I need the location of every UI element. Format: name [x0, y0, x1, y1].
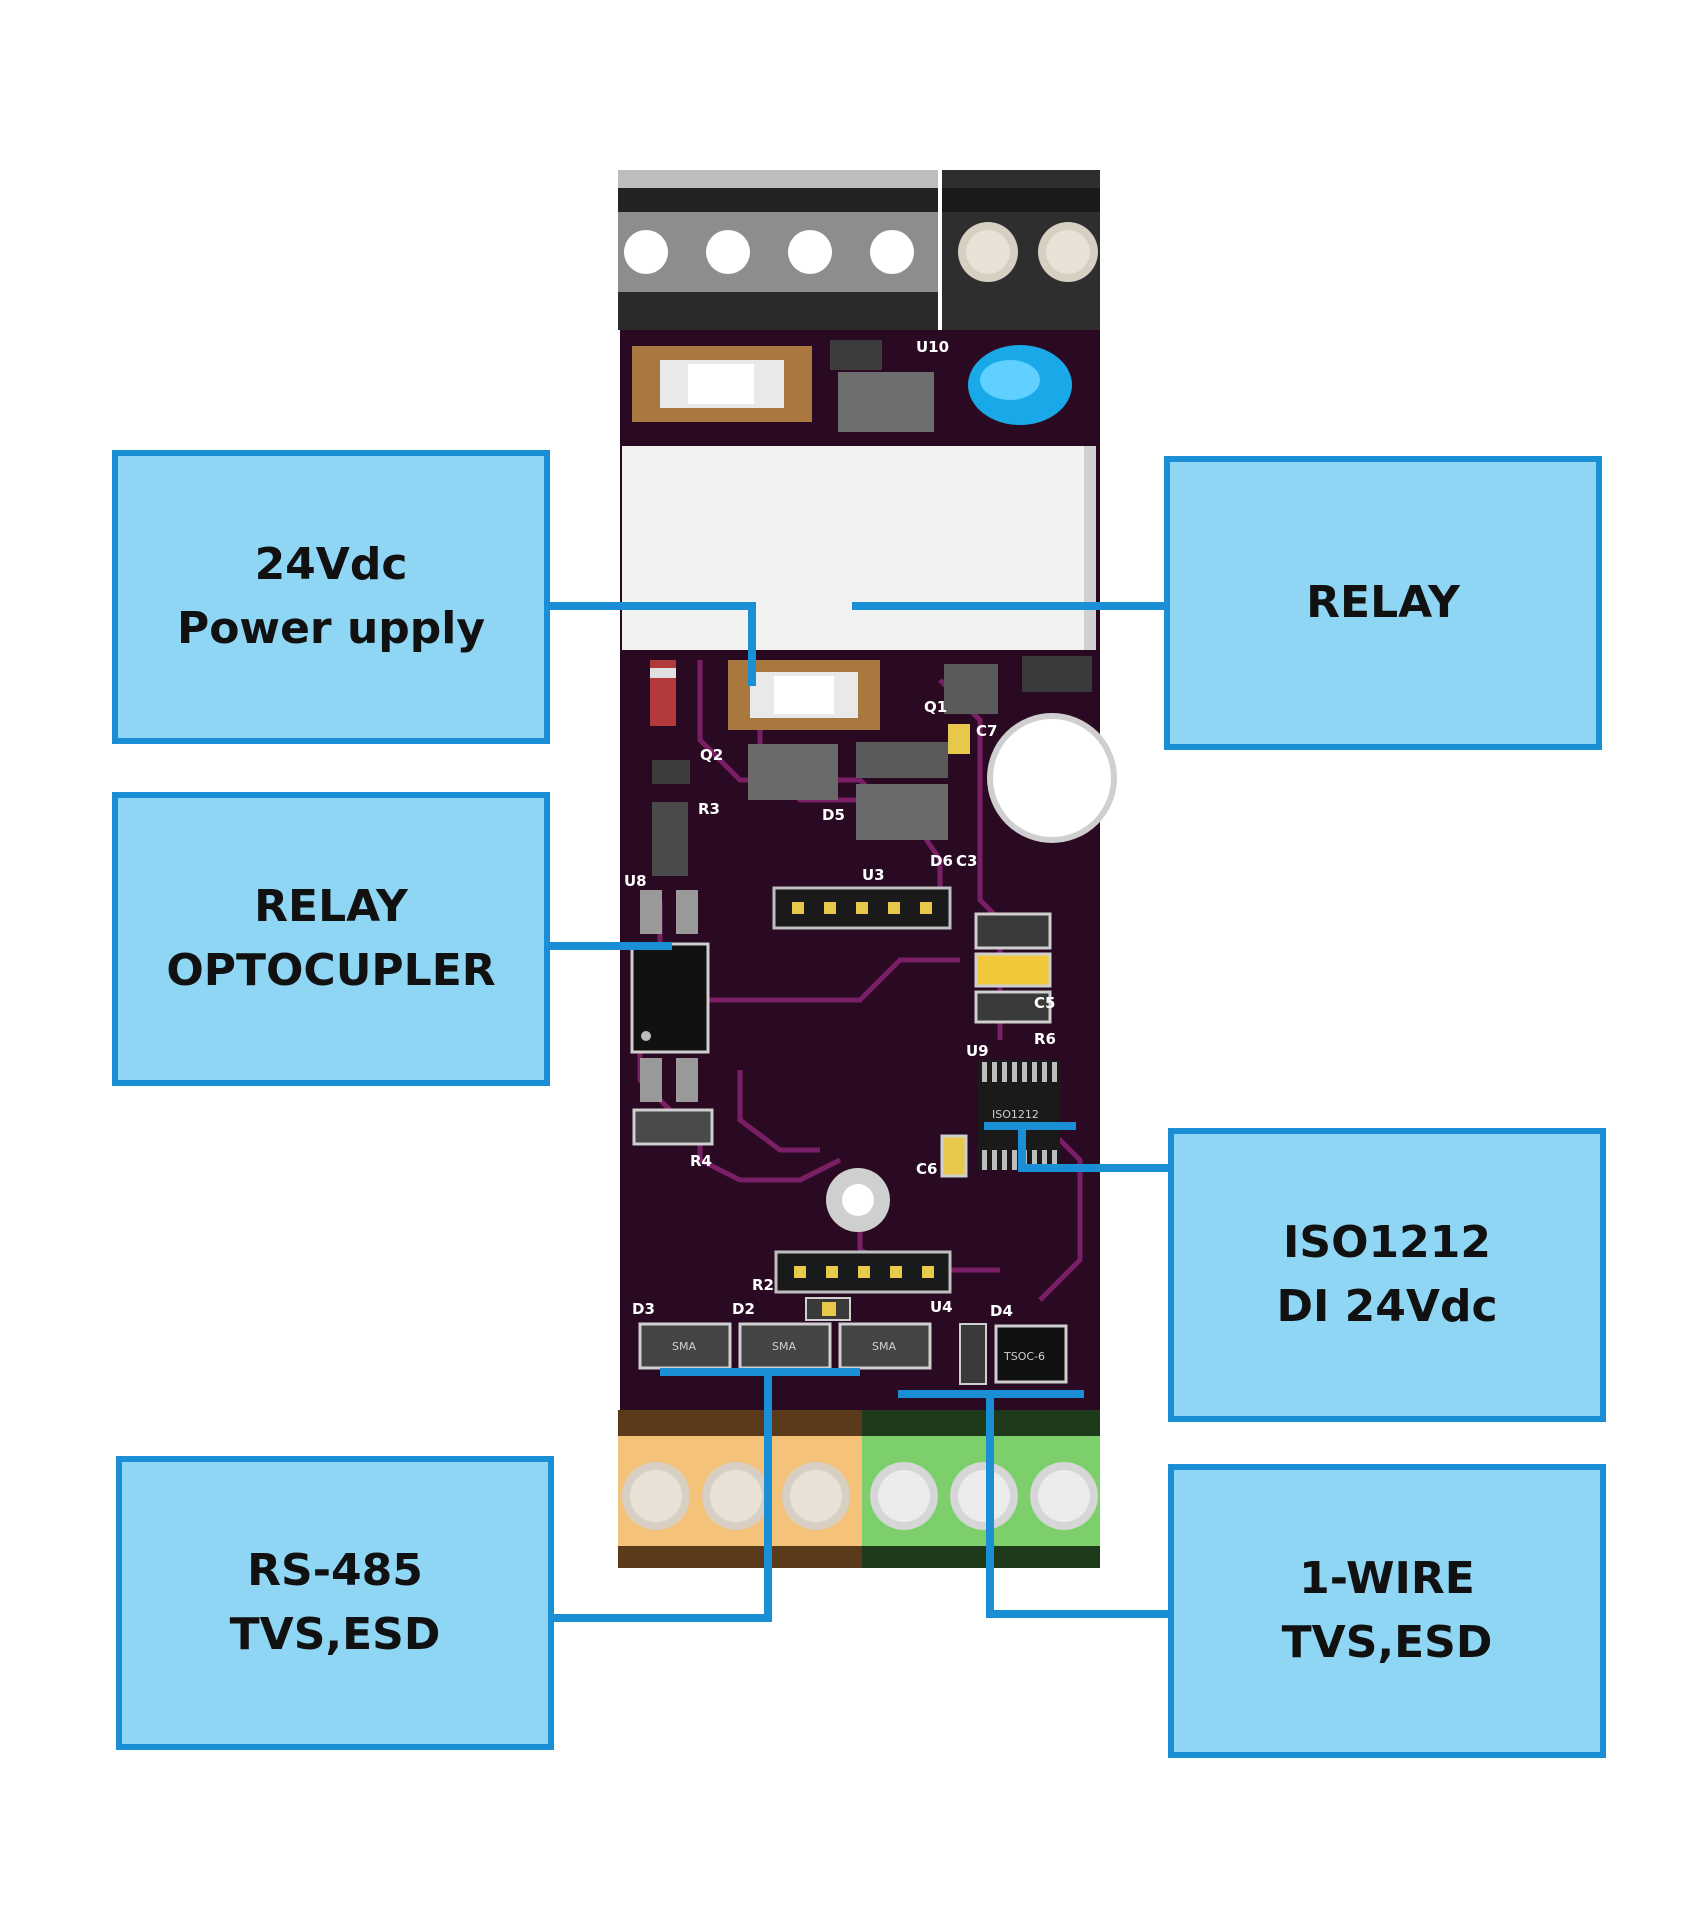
ref-r3: R3	[698, 800, 720, 818]
ref-c7: C7	[976, 722, 997, 740]
smd-c5	[974, 952, 1052, 988]
ref-u3: U3	[862, 866, 885, 884]
callout-power-line2: Power upply	[176, 603, 486, 654]
ref-d6: D6	[930, 852, 953, 870]
fuse-component	[632, 346, 812, 422]
callout-iso1212: ISO1212 DI 24Vdc	[1168, 1128, 1606, 1422]
electrolytic-capacitor	[987, 713, 1117, 843]
ref-c6: C6	[916, 1160, 937, 1178]
ref-d3: D3	[632, 1300, 655, 1318]
ref-r6: R6	[1034, 1030, 1056, 1048]
leader-onewire	[986, 1394, 1170, 1618]
cap-c7	[948, 724, 970, 754]
ref-q1: Q1	[924, 698, 947, 716]
smd-r6	[974, 990, 1052, 1024]
ref-q2: Q2	[700, 746, 723, 764]
chip-mark-sma3: SMA	[872, 1340, 896, 1353]
ref-r4: R4	[690, 1152, 712, 1170]
ref-d4: D4	[990, 1302, 1013, 1320]
smd-small-1wire	[959, 1323, 987, 1385]
callout-1wire-line1: 1-WIRE	[1299, 1553, 1475, 1604]
chip-mark-iso: ISO1212	[992, 1108, 1039, 1121]
callout-power-line1: 24Vdc	[254, 539, 408, 590]
leader-power	[548, 602, 756, 686]
tvs-diode-d3	[638, 1322, 732, 1370]
callout-relay-optocoupler: RELAY OPTOCUPLER	[112, 792, 550, 1086]
ref-d5: D5	[822, 806, 845, 824]
callout-power-supply: 24Vdc Power upply	[112, 450, 550, 744]
smd-inductor	[838, 372, 934, 432]
ref-u8: U8	[624, 872, 647, 890]
callout-iso-line2: DI 24Vdc	[1276, 1281, 1498, 1332]
smd-top-right	[1022, 656, 1092, 692]
callout-1wire: 1-WIRE TVS,ESD	[1168, 1464, 1606, 1758]
chip-mark-sma1: SMA	[672, 1340, 696, 1353]
smd-component-u10	[830, 340, 882, 370]
leader-iso	[1018, 1126, 1170, 1172]
callout-rs485-line2: TVS,ESD	[229, 1609, 441, 1660]
callout-rs485: RS-485 TVS,ESD	[116, 1456, 554, 1750]
top-terminal-block-4pin	[618, 170, 938, 330]
callout-relay: RELAY	[1164, 456, 1602, 750]
callout-1wire-line2: TVS,ESD	[1281, 1617, 1493, 1668]
smd-d6-body	[856, 784, 948, 840]
smd-d6	[856, 742, 948, 778]
chip-mark-sma2: SMA	[772, 1340, 796, 1353]
callout-opto-line1: RELAY	[254, 881, 408, 932]
ref-u9: U9	[966, 1042, 989, 1060]
callout-relay-line1: RELAY	[1306, 577, 1460, 628]
ref-c3: C3	[956, 852, 977, 870]
tvs-diode-d4	[994, 1324, 1068, 1384]
chip-mark-tsoc: TSOC-6	[1003, 1350, 1045, 1363]
rs485-terminal-block	[618, 1410, 862, 1568]
resistor-r4	[632, 1108, 714, 1146]
ref-u4: U4	[930, 1298, 953, 1316]
relay-body	[622, 446, 1096, 650]
resistor-r3	[652, 802, 688, 876]
ref-c5: C5	[1034, 994, 1055, 1012]
leader-lines	[548, 602, 1170, 1622]
ref-d2: D2	[732, 1300, 755, 1318]
callout-iso-line1: ISO1212	[1283, 1217, 1491, 1268]
smd-d5	[748, 744, 838, 800]
top-terminal-block-2pin	[942, 170, 1100, 330]
cap-c6	[940, 1134, 968, 1178]
smd-c5-top	[974, 912, 1052, 950]
ref-u10: U10	[916, 338, 949, 356]
tvs-diode-d1	[838, 1322, 932, 1370]
onewire-terminal-block	[862, 1410, 1100, 1568]
ic-q1	[944, 664, 998, 714]
leader-rs485	[552, 1372, 772, 1622]
smd-r3-top	[652, 760, 690, 784]
ref-r2: R2	[752, 1276, 774, 1294]
callout-rs485-line1: RS-485	[247, 1545, 423, 1596]
callout-opto-line2: OPTOCUPLER	[166, 945, 496, 996]
